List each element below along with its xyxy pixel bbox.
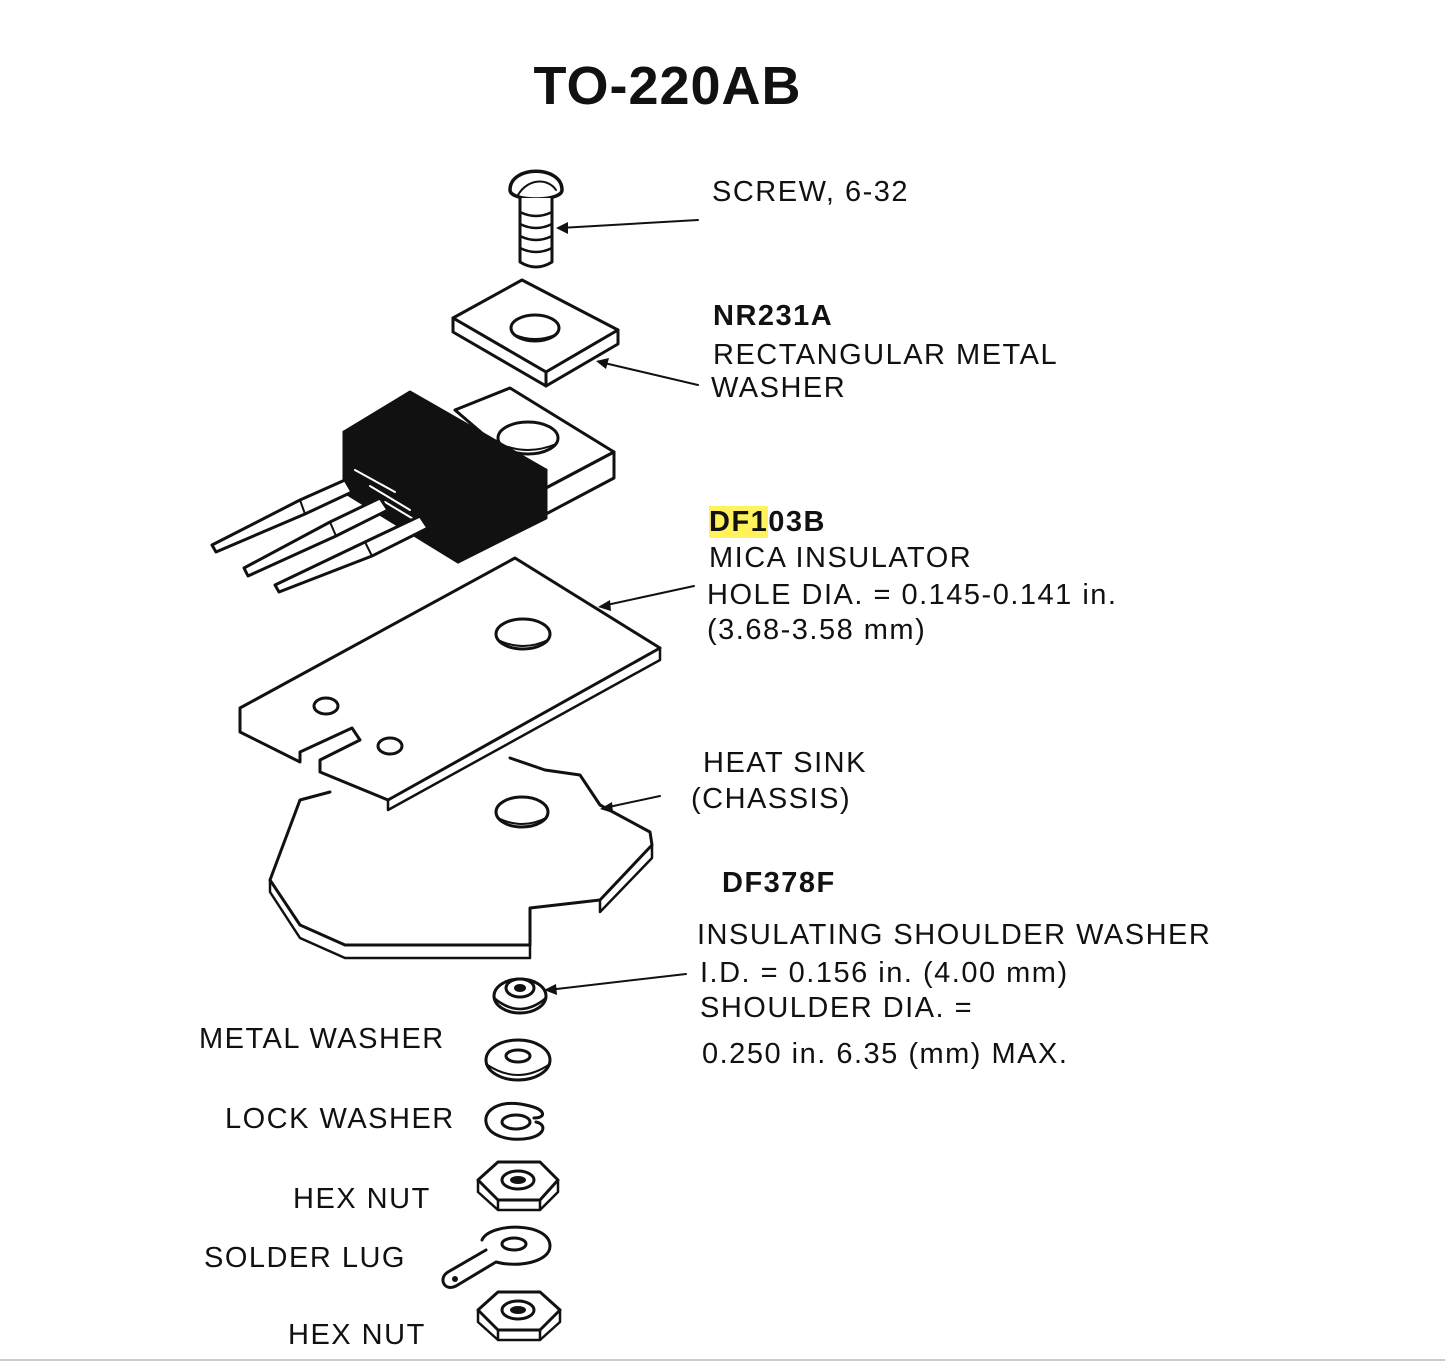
shoulder-washer-label-line4: 0.250 in. 6.35 (mm) MAX. — [702, 1038, 1069, 1070]
shoulder-washer-leader-line — [544, 973, 687, 995]
screw-part — [508, 169, 564, 269]
hex-nut-2-label: HEX NUT — [288, 1319, 426, 1351]
metal-washer-label: METAL WASHER — [199, 1023, 445, 1055]
washer-leader-line — [596, 358, 699, 386]
heat-sink-part — [268, 756, 654, 960]
shoulder-washer-label-line3: SHOULDER DIA. = — [700, 992, 974, 1024]
heat-sink-leader-line — [600, 795, 661, 813]
screw-leader-line — [556, 219, 699, 234]
washer-label-line2: WASHER — [711, 372, 847, 404]
heat-sink-label-line1: HEAT SINK — [703, 747, 867, 779]
diagram-title: TO-220AB — [533, 56, 802, 116]
solder-lug-part — [441, 1225, 552, 1289]
mica-part-rest: 03B — [768, 506, 826, 538]
washer-label-line1: RECTANGULAR METAL — [713, 339, 1059, 371]
screw-label: SCREW, 6-32 — [712, 176, 909, 208]
shoulder-washer-label-line2: I.D. = 0.156 in. (4.00 mm) — [700, 957, 1069, 989]
mica-part-highlight: DF1 — [709, 506, 769, 538]
hex-nut-1-label: HEX NUT — [293, 1183, 431, 1215]
shoulder-washer-label-line1: INSULATING SHOULDER WASHER — [697, 919, 1212, 951]
mica-leader-line — [598, 585, 695, 611]
mica-label-line1: MICA INSULATOR — [709, 542, 973, 574]
solder-lug-label: SOLDER LUG — [204, 1242, 406, 1274]
lock-washer-part — [484, 1101, 545, 1141]
washer-part-number: NR231A — [713, 300, 834, 332]
to220-transistor-part — [210, 386, 616, 594]
shoulder-washer-part — [492, 977, 548, 1015]
heat-sink-label-line2: (CHASSIS) — [691, 783, 852, 815]
mica-insulator-part — [238, 556, 662, 812]
mica-part-number: DF103B — [709, 506, 826, 539]
mica-label-line2: HOLE DIA. = 0.145-0.141 in. — [707, 579, 1118, 611]
lock-washer-label: LOCK WASHER — [225, 1103, 455, 1135]
mica-label-line3: (3.68-3.58 mm) — [707, 614, 927, 646]
rectangular-washer-part — [451, 278, 620, 388]
metal-washer-part — [484, 1038, 552, 1082]
hex-nut-2-part — [476, 1290, 562, 1342]
hex-nut-1-part — [476, 1160, 560, 1212]
shoulder-washer-part-number: DF378F — [722, 867, 836, 899]
